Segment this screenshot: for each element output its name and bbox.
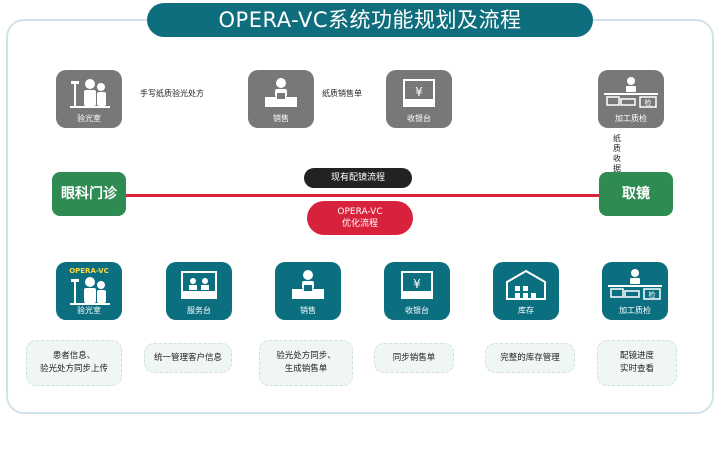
new-node-label: 收银台 [405,306,429,315]
divider-line [104,194,638,197]
optimized-flow-label-line1: OPERA-VC [337,207,383,217]
note-inventory: 完整的库存管理 [485,343,575,373]
note-prescription-sync: 验光处方同步、 生成销售单 [259,340,353,386]
note-line: 同步销售单 [392,352,436,363]
cashier-icon: ¥ [401,271,433,299]
hub-pickup: 取镜 [599,172,673,216]
note-line: 配镜进度 [619,351,654,361]
note-line: 统一管理客户信息 [153,352,222,363]
old-node-processing: 检 加工质检 [598,70,664,128]
new-node-inventory: 库存 [493,262,559,320]
new-node-processing: 检 加工质检 [602,262,668,320]
existing-flow-label: 现有配镜流程 [304,168,412,188]
optimized-flow-label: OPERA-VC 优化流程 [307,201,413,235]
new-node-sales: 销售 [275,262,341,320]
note-line: 生成销售单 [284,364,328,374]
edge-label-receipt: 纸质收据 [613,134,621,173]
optimized-flow-label-line2: 优化流程 [341,219,378,229]
old-node-label: 销售 [273,114,289,123]
old-node-label: 加工质检 [615,114,647,123]
svg-text:¥: ¥ [413,277,421,291]
old-node-cashier: ¥ 收银台 [386,70,452,128]
processing-qc-icon: 检 [608,269,662,300]
processing-qc-icon: 检 [604,77,658,108]
new-node-service-desk: 服务台 [166,262,232,320]
new-node-label: 库存 [518,306,534,315]
note-line: 实时查看 [619,364,654,374]
new-node-label: 服务台 [187,306,211,315]
sales-desk-icon [292,270,324,299]
note-customer-info: 统一管理客户信息 [144,343,232,373]
new-node-cashier: ¥ 收银台 [384,262,450,320]
old-node-sales: 销售 [248,70,314,128]
cashier-icon: ¥ [403,79,435,107]
note-line: 完整的库存管理 [500,352,560,363]
page-title: OPERA-VC系统功能规划及流程 [147,3,593,37]
new-node-label: 销售 [300,306,316,315]
note-line: 患者信息、 [52,351,96,361]
new-node-optometry: OPERA-VC 验光室 [56,262,122,320]
note-progress: 配镜进度 实时查看 [597,340,677,386]
old-node-label: 验光室 [77,114,101,123]
edge-label-sales-slip: 纸质销售单 [322,89,362,98]
optometrist-icon [70,79,110,108]
service-desk-icon [181,271,217,299]
new-node-label: 验光室 [77,306,101,315]
svg-text:检: 检 [645,98,652,107]
edge-label-prescription: 手写纸质验光处方 [140,89,204,98]
old-node-label: 收银台 [407,114,431,123]
svg-text:¥: ¥ [415,85,423,99]
note-patient-info: 患者信息、 验光处方同步上传 [26,340,122,386]
hub-ophthalmology-clinic: 眼科门诊 [52,172,126,216]
note-sales-sync: 同步销售单 [374,343,454,373]
optometrist-icon [70,277,110,305]
new-node-label: 加工质检 [619,306,651,315]
note-line: 验光处方同步上传 [39,364,108,374]
old-node-optometry: 验光室 [56,70,122,128]
warehouse-icon [506,269,546,300]
svg-text:检: 检 [649,290,656,299]
sales-desk-icon [265,78,297,107]
note-line: 验光处方同步、 [276,351,336,361]
opera-vc-tag: OPERA-VC [69,267,109,275]
